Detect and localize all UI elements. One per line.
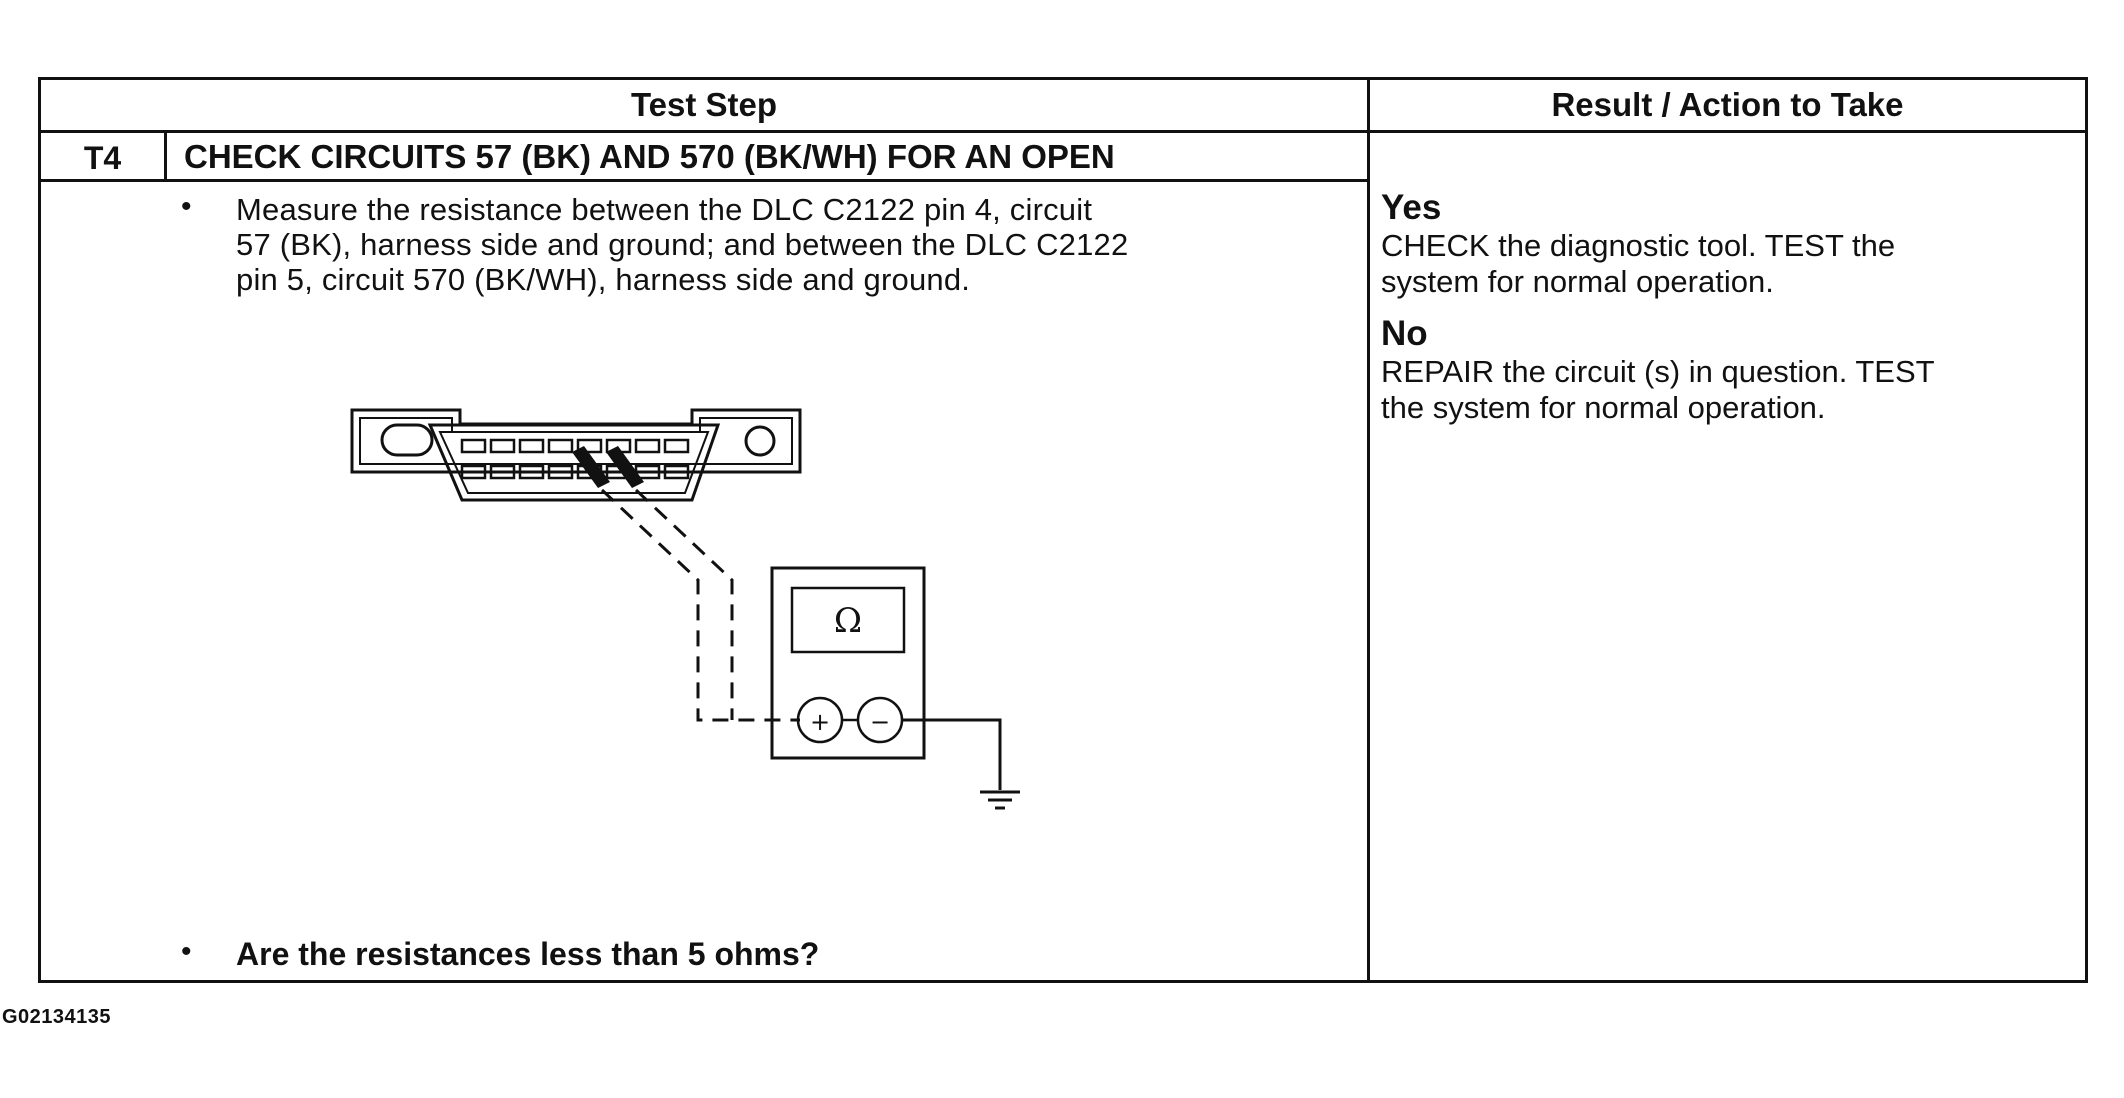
step-title-divider — [41, 179, 1367, 182]
result-yes-label: Yes — [1381, 188, 1442, 227]
header-test-step: Test Step — [630, 86, 778, 123]
result-line: REPAIR the circuit (s) in question. TEST — [1381, 354, 1935, 389]
result-no-label: No — [1381, 314, 1428, 353]
ohm-symbol: Ω — [834, 601, 862, 641]
column-divider — [1367, 80, 1370, 980]
step-question: Are the resistances less than 5 ohms? — [236, 936, 820, 972]
step-id: T4 — [83, 140, 122, 176]
figure-id: G02134135 — [2, 1006, 112, 1028]
ground-symbol-icon — [980, 790, 1020, 810]
instruction-bullet: • — [181, 190, 192, 223]
step-title: CHECK CIRCUITS 57 (BK) AND 570 (BK/WH) F… — [184, 138, 1115, 175]
test-step-table: Test Step Result / Action to Take T4 CHE… — [38, 77, 2088, 983]
test-probes — [572, 446, 644, 488]
minus-terminal-symbol: − — [870, 708, 890, 736]
step-instruction: Measure the resistance between the DLC C… — [236, 192, 1128, 297]
dashed-test-leads — [600, 488, 800, 722]
header-result-action: Result / Action to Take — [1551, 86, 1904, 123]
step-id-divider — [164, 130, 167, 180]
header-divider — [41, 130, 2085, 133]
question-bullet: • — [181, 935, 192, 968]
result-line: CHECK the diagnostic tool. TEST the — [1381, 228, 1896, 263]
instruction-line: Measure the resistance between the DLC C… — [236, 192, 1093, 227]
instruction-line: 57 (BK), harness side and ground; and be… — [236, 227, 1129, 262]
dlc-resistance-diagram: Ω + − — [350, 408, 1020, 810]
result-no-text: REPAIR the circuit (s) in question. TEST… — [1381, 354, 1935, 426]
result-yes-text: CHECK the diagnostic tool. TEST the syst… — [1381, 228, 1895, 300]
dlc-pin-row-1 — [460, 438, 690, 454]
plus-terminal-symbol: + — [810, 708, 830, 736]
ohmmeter-icon — [770, 566, 1002, 790]
result-line: the system for normal operation. — [1381, 390, 1826, 425]
instruction-line: pin 5, circuit 570 (BK/WH), harness side… — [236, 262, 971, 297]
result-line: system for normal operation. — [1381, 264, 1774, 299]
